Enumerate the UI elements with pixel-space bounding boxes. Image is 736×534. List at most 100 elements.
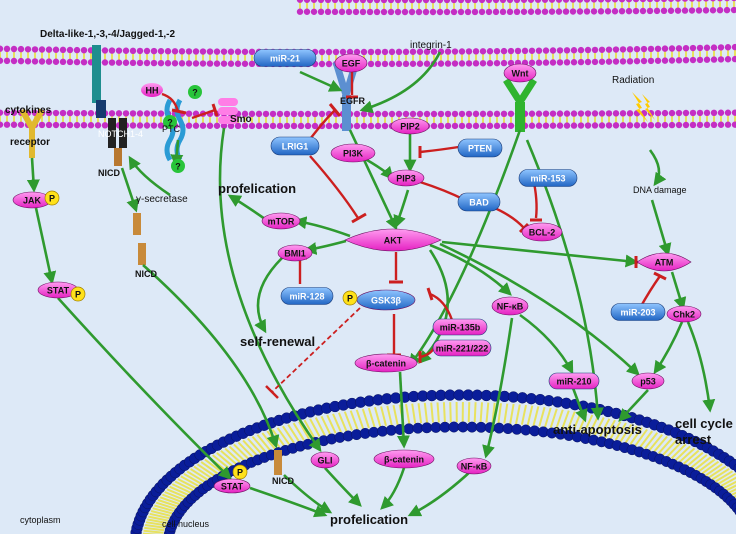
activation-stat-stat: [57, 297, 232, 480]
node-label-gli: GLI: [318, 456, 333, 466]
label-dna-damage: DNA damage: [633, 185, 687, 195]
phosphate-badge-1: P: [70, 286, 86, 302]
activation-bcat-nuc: [396, 371, 410, 449]
inhibition-mir135-gsk: [429, 292, 454, 321]
activation-nicd3-prof: [283, 474, 333, 514]
node-egf: EGF: [334, 53, 368, 73]
activation-akt-mtor: [293, 216, 351, 238]
cell-membrane: [0, 0, 736, 130]
node-label-bcatenin-nuc: β-catenin: [384, 455, 424, 465]
node-mir135b: miR-135b: [432, 318, 488, 336]
node-label-bcl2: BCL-2: [529, 228, 556, 238]
node-label-hh: HH: [146, 86, 159, 96]
smo-receptor: [218, 98, 238, 124]
node-bmi1: BMI1: [277, 244, 313, 262]
label-self-renewal: self-renewal: [240, 334, 315, 349]
node-bad: BAD: [457, 192, 501, 212]
activation-pip3-akt: [393, 189, 410, 229]
label-smo: Smo: [230, 114, 252, 125]
inhibition-bar-mir203-atm: [653, 271, 667, 281]
node-label-mir210: miR-210: [556, 377, 591, 387]
activation-akt-bmi1: [303, 239, 347, 255]
label-integrin: integrin-1: [410, 40, 452, 51]
notch-receptor: [108, 118, 127, 166]
node-label-nfkb: NF-κB: [497, 302, 524, 312]
activation-integrin-egfr: [359, 51, 442, 114]
node-lrig1: LRIG1: [270, 136, 320, 156]
node-label-bmi1: BMI1: [284, 249, 306, 259]
node-gli: GLI: [310, 451, 340, 469]
activation-lrig1-wnt: [408, 129, 522, 368]
node-pten: PTEN: [457, 138, 503, 158]
label-anti-apoptosis: anti-apoptosis: [553, 422, 642, 437]
inhibition-lrig1-akt: [309, 155, 360, 219]
nuclear-tails: [142, 401, 736, 534]
node-label-mir128: miR-128: [289, 292, 324, 302]
node-hh-0: HH: [141, 83, 163, 97]
inhibition-pip3-bad: [419, 180, 466, 202]
label-nicd-3: NICD: [272, 476, 294, 486]
node-label-chk2: Chk2: [673, 310, 695, 320]
node-pip3: PIP3: [387, 169, 425, 187]
node-label-mir135b: miR-135b: [440, 323, 481, 333]
node-bcatenin-nuc: β-catenin: [373, 449, 435, 469]
node-gsk3b: GSK3β: [356, 289, 416, 311]
nicd-fragment-1: [133, 213, 141, 235]
label-radiation: Radiation: [612, 75, 654, 86]
node-mir210: miR-210: [548, 372, 600, 390]
label-ptc: PTC: [162, 124, 181, 134]
activation-gli-prof: [324, 467, 362, 507]
outer-membrane-corner: [296, 0, 736, 16]
label-profelication-bottom: profelication: [330, 512, 408, 527]
node-label-lrig1: LRIG1: [282, 142, 309, 152]
node-question-3: ?: [163, 115, 177, 129]
node-mir203: miR-203: [610, 303, 666, 321]
nicd-fragment-2: [138, 243, 146, 265]
node-question-1: ?: [188, 85, 202, 99]
activation-akt-nfkb: [429, 243, 512, 296]
node-atm: ATM: [636, 252, 692, 272]
label-nicd-2: NICD: [135, 269, 157, 279]
activation-nicd2-nicd3: [142, 264, 280, 449]
inhibition-bar-mir135-gsk: [426, 287, 434, 301]
delta-notch-ligand: [92, 45, 106, 118]
phosphate-badge-2: P: [342, 290, 358, 306]
activation-chk2-arrest: [686, 321, 716, 413]
label-arrest: arrest: [675, 432, 712, 447]
node-label-pip3: PIP3: [396, 174, 416, 184]
activation-cyt-jak: [26, 157, 40, 193]
activation-bmi1-self: [254, 257, 283, 334]
activation-smo-gli: [218, 127, 322, 453]
inhibition-bar-ptc-smo: [211, 103, 219, 117]
node-akt: AKT: [344, 228, 442, 252]
node-label-stat: STAT: [47, 286, 70, 296]
outer-membrane-top: [0, 43, 736, 68]
label-nicd-1: NICD: [98, 168, 120, 178]
label-egfr: EGFR: [340, 96, 366, 106]
node-pi3k: PI3K: [330, 143, 376, 163]
phosphate-label: P: [49, 194, 55, 204]
phosphate-badge-0: P: [44, 190, 60, 206]
activation-bcat-prof: [380, 467, 406, 510]
activation-chk2-p53: [653, 321, 684, 375]
inhibition-bar-hh-ptc: [171, 108, 187, 115]
label-cell-cycle: cell cycle: [675, 416, 733, 431]
node-label-mir153: miR-153: [530, 174, 565, 184]
node-label-pten: PTEN: [468, 144, 492, 154]
node-label-mir203: miR-203: [620, 308, 655, 318]
activation-mtor-prof: [227, 194, 266, 221]
label-delta: Delta-like-1,-3,-4/Jagged-1,-2: [40, 29, 175, 40]
node-label-question: ?: [175, 162, 181, 172]
nuclear-outer-heads: [130, 389, 736, 534]
activation-nfkb-mir210: [519, 313, 574, 375]
activation-p53-anti: [618, 389, 649, 422]
activation-gamma-nicd: [128, 155, 171, 197]
node-label-pip2: PIP2: [400, 122, 420, 132]
node-label-atm: ATM: [655, 258, 674, 268]
label-notch: NOTCH1-4: [98, 129, 143, 139]
node-mir221: miR-221/222: [432, 339, 492, 357]
node-mir153: miR-153: [518, 169, 578, 187]
phosphate-label: P: [237, 468, 243, 478]
